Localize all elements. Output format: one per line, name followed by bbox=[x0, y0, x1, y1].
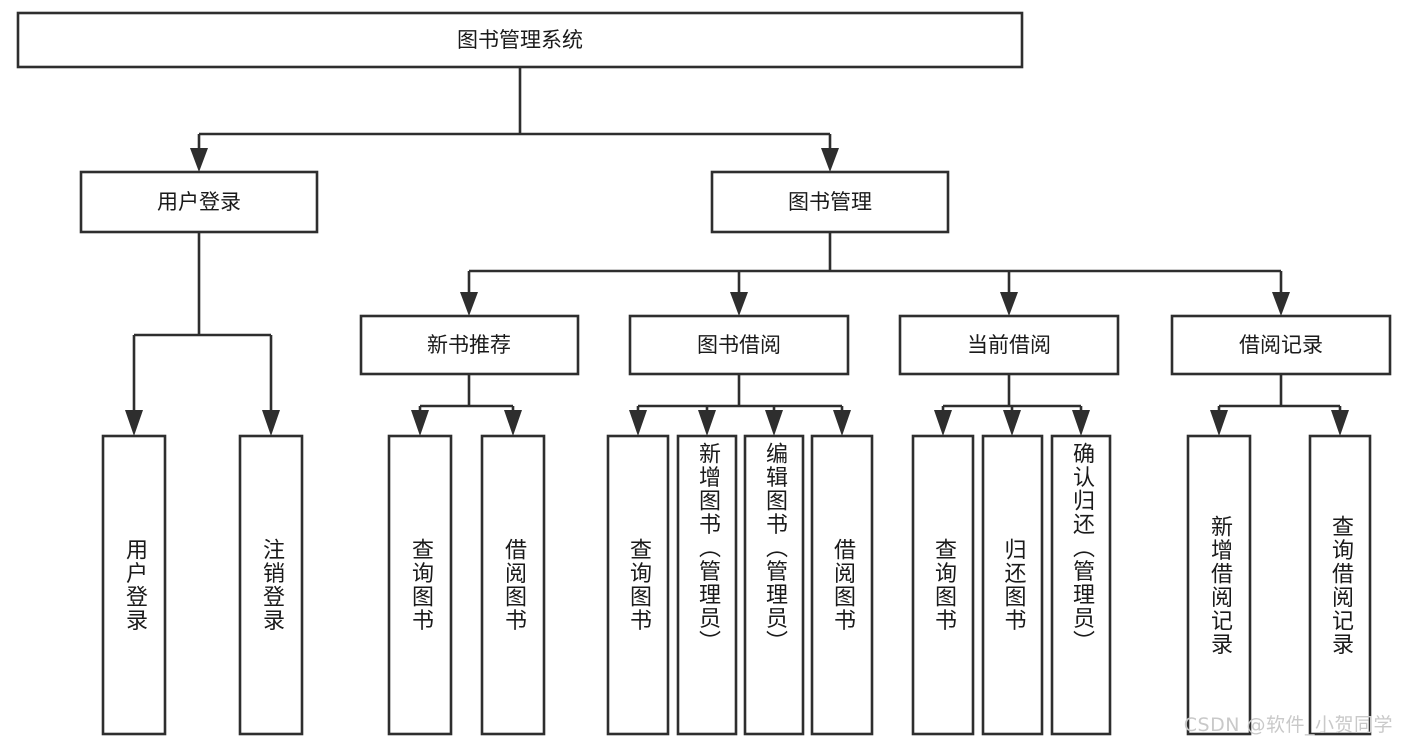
leaf-box-edit-book-admin[interactable] bbox=[743, 434, 805, 736]
node-user-login[interactable]: 用户登录 bbox=[79, 170, 319, 234]
arrow-head-current-borrow bbox=[1000, 292, 1018, 316]
arrow-head-leaf-borrow-book bbox=[833, 410, 851, 436]
leaf-box-borrow-book[interactable] bbox=[810, 434, 874, 736]
arrow-head-leaf-query-borrow-record bbox=[1331, 410, 1349, 436]
leaf-box-return-book[interactable] bbox=[981, 434, 1044, 736]
node-borrow-record-box bbox=[1170, 314, 1392, 376]
node-new-book-recommend-box bbox=[359, 314, 580, 376]
node-borrow-record-label: 借阅记录 bbox=[1239, 333, 1323, 357]
arrow-head-user-login bbox=[190, 148, 208, 172]
leaf-box-query-book-borrow[interactable] bbox=[606, 434, 670, 736]
node-user-login-box bbox=[79, 170, 319, 234]
node-current-borrow-label: 当前借阅 bbox=[967, 333, 1051, 357]
arrow-head-leaf-edit-book-admin bbox=[765, 410, 783, 436]
leaf-box-confirm-return-admin[interactable] bbox=[1050, 434, 1112, 736]
leaf-box-group bbox=[101, 434, 1372, 736]
node-root-box bbox=[16, 11, 1024, 69]
arrow-head-leaf-user-login bbox=[125, 410, 143, 436]
arrow-head-borrow-record bbox=[1272, 292, 1290, 316]
node-current-borrow-box bbox=[898, 314, 1120, 376]
arrow-head-leaf-query-book-current bbox=[934, 410, 952, 436]
node-book-borrow[interactable]: 图书借阅 bbox=[628, 314, 850, 376]
leaf-box-add-book-admin[interactable] bbox=[676, 434, 738, 736]
arrow-head-leaf-query-book-recommend bbox=[411, 410, 429, 436]
leaf-box-query-borrow-record[interactable] bbox=[1308, 434, 1372, 736]
arrow-head-leaf-return-book bbox=[1003, 410, 1021, 436]
node-book-borrow-box bbox=[628, 314, 850, 376]
arrow-head-leaf-add-book-admin bbox=[698, 410, 716, 436]
arrow-head-leaf-confirm-return-admin bbox=[1072, 410, 1090, 436]
leaf-box-logout[interactable] bbox=[238, 434, 304, 736]
arrow-head-leaf-logout bbox=[262, 410, 280, 436]
node-root[interactable]: 图书管理系统 bbox=[16, 11, 1024, 69]
leaf-box-borrow-book-recommend[interactable] bbox=[480, 434, 546, 736]
arrow-head-leaf-add-borrow-record bbox=[1210, 410, 1228, 436]
node-new-book-recommend-label: 新书推荐 bbox=[427, 333, 511, 357]
leaf-box-query-book-recommend[interactable] bbox=[387, 434, 453, 736]
csdn-watermark: CSDN @软件_小贺同学 bbox=[1183, 714, 1393, 736]
connector-group bbox=[125, 67, 1349, 436]
arrow-head-book-manage bbox=[821, 148, 839, 172]
arrow-head-leaf-query-book-borrow bbox=[629, 410, 647, 436]
arrow-head-leaf-borrow-book-recommend bbox=[504, 410, 522, 436]
leaf-box-query-book-current[interactable] bbox=[911, 434, 975, 736]
node-book-manage-label: 图书管理 bbox=[788, 190, 872, 214]
node-new-book-recommend[interactable]: 新书推荐 bbox=[359, 314, 580, 376]
node-book-borrow-label: 图书借阅 bbox=[697, 333, 781, 357]
node-book-manage-box bbox=[710, 170, 950, 234]
node-current-borrow[interactable]: 当前借阅 bbox=[898, 314, 1120, 376]
leaf-box-user-login[interactable] bbox=[101, 434, 167, 736]
arrow-head-book-borrow bbox=[730, 292, 748, 316]
node-root-label: 图书管理系统 bbox=[457, 28, 583, 52]
leaf-box-add-borrow-record[interactable] bbox=[1186, 434, 1252, 736]
arrow-head-new-book-recommend bbox=[460, 292, 478, 316]
node-borrow-record[interactable]: 借阅记录 bbox=[1170, 314, 1392, 376]
node-book-manage[interactable]: 图书管理 bbox=[710, 170, 950, 234]
node-user-login-label: 用户登录 bbox=[157, 190, 241, 214]
